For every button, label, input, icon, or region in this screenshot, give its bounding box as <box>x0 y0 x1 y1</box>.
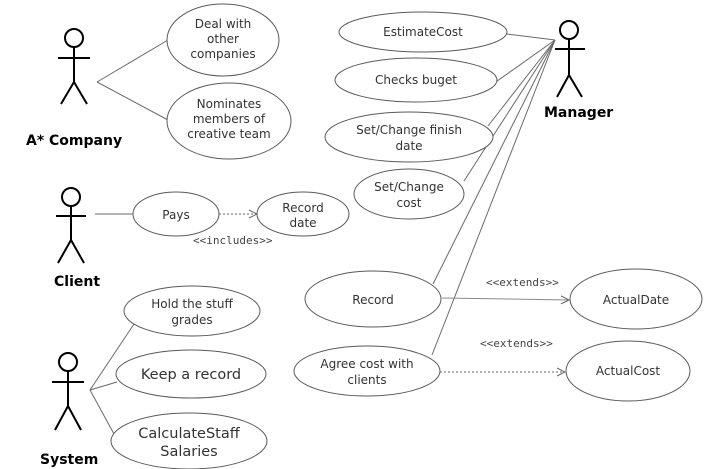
associations <box>89 33 556 435</box>
stick-figure-icon <box>56 187 86 264</box>
actor-system: System <box>40 352 98 468</box>
assoc-system-hold <box>89 323 135 391</box>
use-case-record-date: Record date <box>256 191 350 237</box>
svg-text:Deal with: Deal with <box>195 17 252 31</box>
assoc-manager-finish <box>487 39 556 127</box>
svg-text:Nominates: Nominates <box>197 97 262 111</box>
use-case-hold-staff-grades: Hold the stuff grades <box>123 285 261 337</box>
svg-text:cost: cost <box>397 196 422 210</box>
assoc-manager-estimate <box>506 33 556 41</box>
use-case-estimate-cost: EstimateCost <box>338 11 508 53</box>
assoc-system-calc <box>89 389 115 435</box>
actor-manager: Manager <box>544 20 613 121</box>
stick-figure-icon <box>555 20 585 98</box>
use-case-pays: Pays <box>132 191 220 237</box>
use-case-actual-date: ActualDate <box>569 268 703 330</box>
use-case-deal-with-other-companies: Deal with other companies <box>166 3 280 77</box>
svg-text:Set/Change: Set/Change <box>374 180 444 194</box>
assoc-system-keep <box>89 381 118 391</box>
svg-text:Keep a record: Keep a record <box>141 367 241 383</box>
svg-text:other: other <box>207 32 239 46</box>
use-case-set-change-finish-date: Set/Change finish date <box>324 111 494 163</box>
use-case-agree-cost-with-clients: Agree cost with clients <box>293 345 441 397</box>
actor-company: A* Company <box>26 28 122 149</box>
use-case-nominates-creative-team: Nominates members of creative team <box>166 82 292 160</box>
svg-text:Set/Change finish: Set/Change finish <box>356 123 462 137</box>
stick-figure-icon <box>52 352 84 431</box>
svg-text:ActualCost: ActualCost <box>596 364 661 378</box>
svg-text:Checks buget: Checks buget <box>375 73 457 87</box>
svg-text:grades: grades <box>171 313 212 327</box>
use-case-checks-budget: Checks buget <box>334 57 498 103</box>
assoc-manager-record <box>432 39 556 285</box>
actor-label-manager: Manager <box>544 105 613 121</box>
svg-text:companies: companies <box>190 47 255 61</box>
actor-label-system: System <box>40 452 98 468</box>
assoc-manager-cost <box>463 39 556 182</box>
svg-text:Record: Record <box>352 293 393 307</box>
assoc-manager-checks <box>492 39 556 85</box>
assoc-company-nominates <box>96 81 169 121</box>
svg-text:Hold the stuff: Hold the stuff <box>151 297 233 311</box>
assoc-company-deal <box>96 39 169 83</box>
use-case-actual-cost: ActualCost <box>565 340 691 402</box>
use-case-keep-a-record: Keep a record <box>115 349 267 399</box>
svg-text:creative team: creative team <box>187 127 270 141</box>
dependencies: <<includes>> <<extends>> <<extends>> <box>193 214 569 372</box>
svg-text:date: date <box>395 139 422 153</box>
svg-text:date: date <box>289 216 316 230</box>
extends-cost-label: <<extends>> <box>480 337 553 350</box>
includes-label: <<includes>> <box>193 234 273 247</box>
extends-date-label: <<extends>> <box>486 276 559 289</box>
stick-figure-icon <box>58 28 90 105</box>
svg-text:EstimateCost: EstimateCost <box>383 25 463 39</box>
svg-text:Salaries: Salaries <box>160 444 217 460</box>
svg-text:Pays: Pays <box>162 208 189 222</box>
use-case-calculate-staff-salaries: CalculateStaff Salaries <box>110 412 268 469</box>
svg-text:CalculateStaff: CalculateStaff <box>138 426 240 442</box>
svg-text:Record: Record <box>282 201 323 215</box>
actor-label-company: A* Company <box>26 133 122 149</box>
use-case-set-change-cost: Set/Change cost <box>353 168 465 220</box>
actor-client: Client <box>54 187 100 290</box>
svg-text:members of: members of <box>193 112 266 126</box>
extends-date-arrow <box>441 298 569 300</box>
svg-text:clients: clients <box>347 373 386 387</box>
assoc-manager-agree <box>431 39 556 356</box>
actor-label-client: Client <box>54 274 100 290</box>
use-case-record: Record <box>304 270 442 328</box>
svg-text:ActualDate: ActualDate <box>603 293 669 307</box>
svg-text:Agree cost with: Agree cost with <box>320 357 413 371</box>
